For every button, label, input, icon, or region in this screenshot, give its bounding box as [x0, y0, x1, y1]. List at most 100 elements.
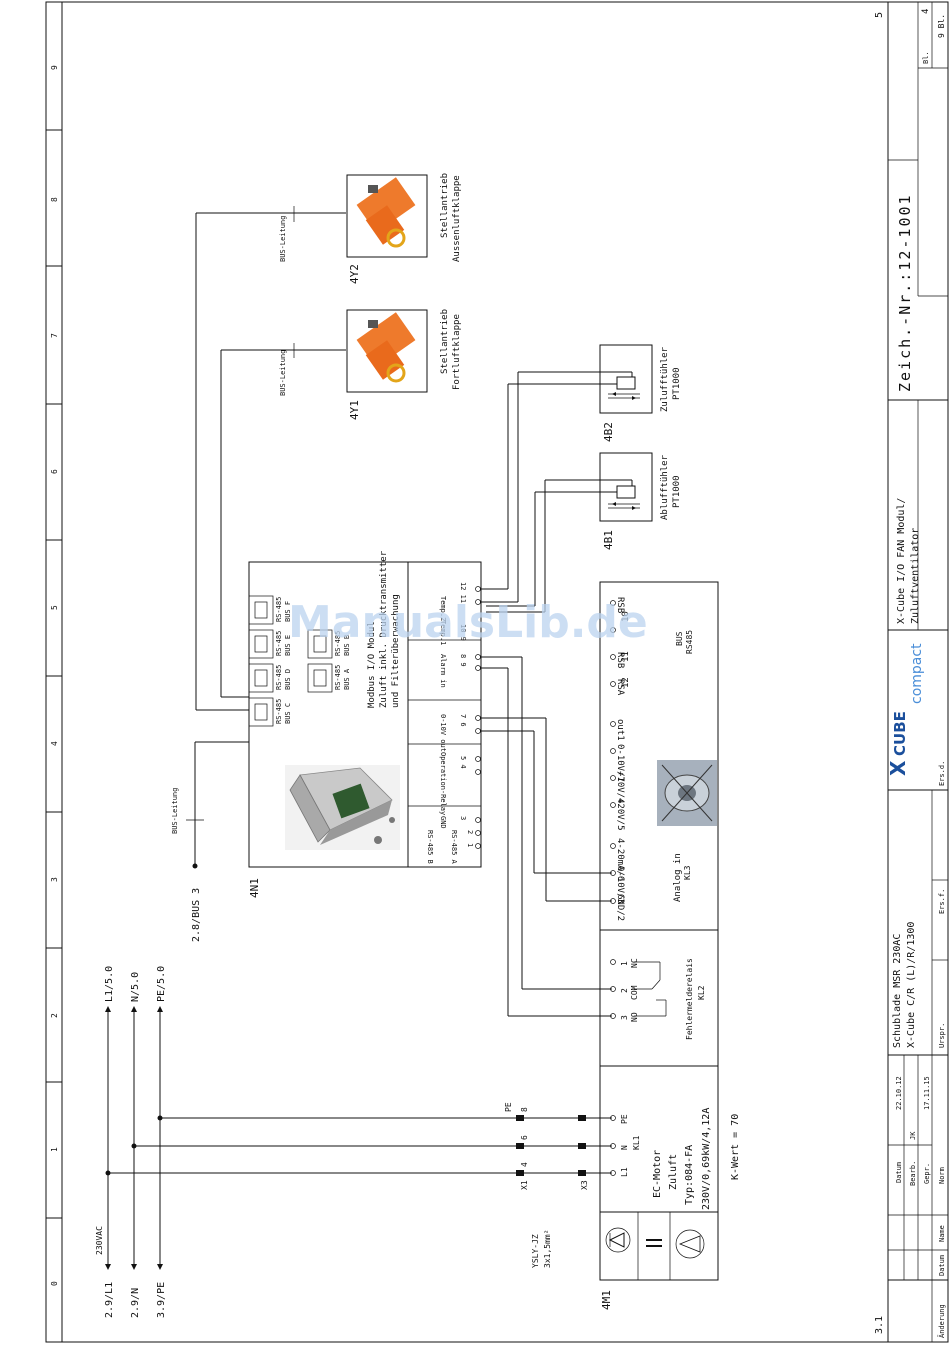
fan-pin-pe: PE — [620, 1114, 629, 1124]
term-temp1-label: Temp.1 — [439, 620, 447, 645]
port-label-a1: RS-485 — [334, 665, 342, 690]
bus-leitung-main: BUS-Leitung — [171, 788, 179, 834]
fan-photo — [657, 760, 717, 826]
term-rs485b-label: RS-485 B — [426, 830, 434, 864]
grid-number-5: 5 — [50, 605, 59, 610]
fan-relay-title: Fehlermelderelais — [685, 958, 694, 1040]
port-label-c1: RS-485 — [275, 699, 283, 724]
fan-kl2: KL2 — [697, 985, 706, 1000]
sheet-label: Bl. — [922, 51, 930, 64]
port-label-b1: RS-485 — [334, 631, 342, 656]
module-4n1 — [248, 561, 482, 868]
actuator-4y2-line2: Aussenluftklappe — [452, 175, 462, 262]
port-label-a2: BUS A — [343, 668, 351, 690]
port-label-e2: BUS E — [284, 635, 292, 656]
term-rs485a-nums: 2 — [466, 830, 474, 834]
fan-sig-10v7: 0-10V/7 — [615, 744, 625, 782]
fan-n11: 11 — [621, 651, 631, 662]
fan-bus-title: BUS — [675, 631, 684, 646]
port-label-f1: RS-485 — [275, 597, 283, 622]
grid-number-3: 3 — [50, 877, 59, 882]
fan-signal-labels: RSB RSB RSA 10 11 12 out1 0-10V/7 +10V/4… — [615, 597, 631, 921]
grid-number-7: 7 — [50, 333, 59, 338]
actuator-4y2 — [346, 174, 428, 258]
fan-sig-out1: out1 — [615, 719, 625, 741]
terminal-4: 4 — [520, 1162, 529, 1167]
term-gnd-label: GND — [439, 816, 447, 829]
relay-pin-2: 2 — [620, 988, 629, 993]
motor-line-1: EC-Motor — [652, 1150, 663, 1198]
dst-l1: L1/5.0 — [104, 966, 115, 1002]
term-relay-label: Operation-Relay — [439, 752, 447, 815]
sensor-4b1-line2: PT1000 — [672, 475, 682, 508]
grid-number-1: 1 — [50, 1147, 59, 1152]
dst-pe: PE/5.0 — [156, 966, 167, 1002]
grid-number-8: 8 — [50, 197, 59, 202]
cell-ersd-label: Ers.d. — [938, 761, 946, 786]
terminal-6: 6 — [520, 1135, 529, 1140]
src-n: 2.9/N — [130, 1288, 141, 1318]
term-010v-nums: 7 6 — [459, 714, 467, 727]
sensor-4b2 — [599, 344, 653, 414]
fan-relay-pins: 1 2 3 NC COM NO — [620, 958, 639, 1022]
sensor-4b1-tag: 4B1 — [602, 530, 615, 550]
actuator-4y2-line1: Stellantrieb — [440, 173, 450, 238]
src-pe: 3.9/PE — [156, 1282, 167, 1318]
bus-leitung-4y2: BUS-Leitung — [279, 216, 287, 262]
k-wert: K-Wert = 70 — [730, 1114, 741, 1180]
fan-sig-10v4: +10V/4 — [615, 771, 625, 804]
drawing-number: Zeich.-Nr.:12-1001 — [896, 193, 914, 392]
title-line-2: Zuluftventilator — [910, 528, 921, 624]
watermark: ManualsLib.de — [288, 597, 648, 648]
sensor-4b2-line2: PT1000 — [672, 367, 682, 400]
cell-gepr-label: Gepr. — [923, 1163, 931, 1184]
cell-aenderung-label: Änderung — [937, 1304, 946, 1338]
fan-sig-gnd2: GND/2 — [615, 894, 625, 921]
port-label-b2: BUS B — [343, 635, 351, 656]
port-label-d1: RS-485 — [275, 665, 283, 690]
fan-sig-010v3: 0-10V/3 — [615, 866, 625, 904]
page-corner-left: 3.1 — [874, 1316, 885, 1334]
bus-wiring — [186, 206, 346, 869]
module-4n1-desc-2: Zuluft inkl. Drucktransmitter — [379, 550, 389, 708]
relay-no: NO — [630, 1012, 639, 1022]
sheet-frame — [45, 1, 949, 1343]
cell-urspr-label: Urspr. — [938, 1023, 946, 1048]
term-alarm-nums: 8 9 — [459, 654, 467, 667]
sheets-total: 9 Bl. — [937, 14, 946, 38]
grid-number-6: 6 — [50, 469, 59, 474]
term-rs485b-nums: 1 — [466, 843, 474, 847]
fan-kl1: KL1 — [632, 1135, 641, 1150]
cell-norm-label: Norm — [938, 1167, 946, 1184]
actuator-4y1-line2: Fortluftklappe — [452, 314, 462, 390]
logo-x: X — [886, 760, 910, 776]
xcube-logo: X CUBE compact — [886, 643, 925, 776]
actuator-4y1-line1: Stellantrieb — [440, 309, 450, 374]
page-corner-right: 5 — [874, 12, 885, 18]
relay-com: COM — [630, 985, 639, 1000]
terminal-strip-x3: X3 — [580, 1180, 589, 1190]
module-4n1-terminal-labels: Temp.2 12 11 Temp.1 10 9 Alarm in 8 9 0-… — [426, 582, 474, 865]
sheet-value: 4 — [921, 9, 931, 14]
port-label-c2: BUS C — [284, 703, 292, 724]
cable-size: 3x1,5mm² — [543, 1229, 552, 1268]
fan-4m1-tag: 4M1 — [600, 1290, 613, 1310]
bus-ref: 2.8/BUS 3 — [191, 888, 202, 942]
pe-mark: PE — [504, 1102, 513, 1112]
fan-pin-l1: L1 — [620, 1167, 629, 1177]
motor-line-3: Typ:084-FA — [684, 1145, 695, 1205]
sensor-wiring — [480, 371, 633, 613]
enclosure-photo — [285, 765, 400, 850]
cell-bearb-label: Bearb. — [909, 1161, 917, 1186]
relay-nc: NC — [630, 958, 639, 968]
actuator-4y1-tag: 4Y1 — [348, 400, 361, 420]
power-lines — [105, 1006, 612, 1270]
grid-numbers: 0 1 2 3 4 5 6 7 8 9 — [50, 65, 59, 1286]
sensor-4b1 — [599, 452, 653, 522]
relay-pin-1: 1 — [620, 961, 629, 966]
logo-cube: CUBE — [891, 711, 909, 756]
terminal-strip-x1: X1 — [520, 1180, 529, 1190]
grid-number-9: 9 — [50, 65, 59, 70]
